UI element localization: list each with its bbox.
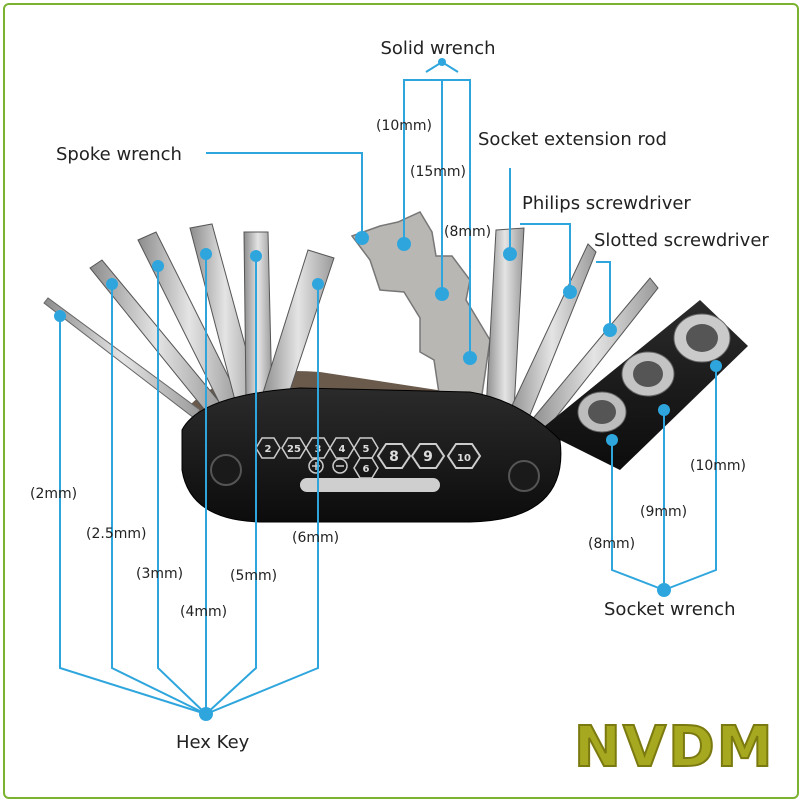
labels: Solid wrench Socket extension rod Spoke …	[30, 38, 769, 753]
marking-6: 6	[363, 464, 370, 475]
size-hex-2mm: (2mm)	[30, 486, 77, 502]
tool-body	[181, 387, 562, 523]
marking-5: 5	[363, 444, 370, 455]
size-solid-15mm: (15mm)	[410, 164, 466, 180]
size-hex-3mm: (3mm)	[136, 566, 183, 582]
body-markings: 2 25 3 4 5 6 8 9 10	[255, 437, 482, 479]
size-socket-9mm: (9mm)	[640, 504, 687, 520]
image-frame	[3, 3, 799, 799]
tool-drawing: 2 25 3 4 5 6 8 9 10	[43, 211, 748, 523]
marking-4: 4	[339, 444, 346, 455]
socket-8mm	[577, 391, 627, 433]
leader-lines	[59, 60, 717, 715]
marking-8: 8	[389, 449, 399, 465]
label-spoke-wrench: Spoke wrench	[56, 144, 182, 165]
label-solid-wrench: Solid wrench	[380, 38, 495, 59]
size-socket-10mm: (10mm)	[690, 458, 746, 474]
label-hex-key: Hex Key	[176, 732, 250, 753]
left-bolt	[210, 454, 242, 486]
brand-logo: NVDM	[574, 715, 774, 780]
hex-key-2mm	[43, 297, 201, 419]
label-socket-wrench: Socket wrench	[604, 599, 735, 620]
phillips-mark-icon	[308, 458, 324, 474]
size-hex-4mm: (4mm)	[180, 604, 227, 620]
label-socket-extension-rod: Socket extension rod	[478, 129, 667, 150]
size-solid-10mm: (10mm)	[376, 118, 432, 134]
body-slot	[300, 478, 440, 492]
marking-2: 2	[265, 444, 272, 455]
size-hex-5mm: (5mm)	[230, 568, 277, 584]
label-slotted-screwdriver: Slotted screwdriver	[594, 230, 769, 251]
leader-dots	[54, 58, 722, 721]
label-philips-screwdriver: Philips screwdriver	[522, 193, 691, 214]
socket-9mm	[621, 351, 675, 397]
slotted-mark-icon	[332, 458, 348, 474]
socket-10mm	[673, 313, 731, 363]
right-bolt	[508, 460, 540, 492]
size-solid-8mm: (8mm)	[444, 224, 491, 240]
marking-25: 25	[287, 444, 301, 455]
marking-10: 10	[457, 453, 471, 464]
size-hex-2-5mm: (2.5mm)	[86, 526, 146, 542]
marking-9: 9	[423, 449, 433, 465]
size-hex-6mm: (6mm)	[292, 530, 339, 546]
size-socket-8mm: (8mm)	[588, 536, 635, 552]
